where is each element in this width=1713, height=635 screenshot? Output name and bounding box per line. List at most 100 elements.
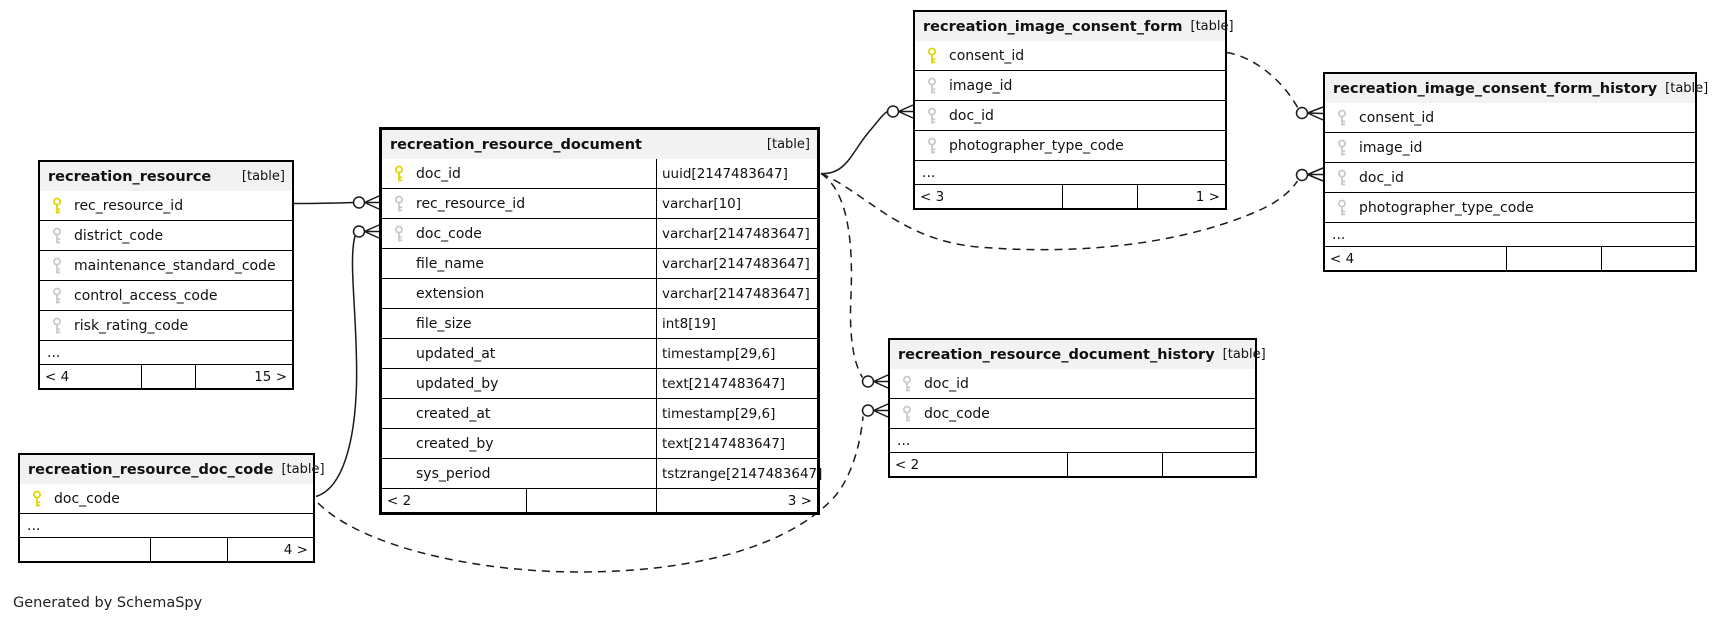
foreign-key-icon xyxy=(1325,109,1359,127)
column-row-created_by: created_by text[2147483647] xyxy=(382,428,817,458)
column-type: timestamp[29,6] xyxy=(656,339,817,368)
column-row-maintenance_standard_code: maintenance_standard_code xyxy=(40,250,292,280)
table-name: recreation_image_consent_form_history xyxy=(1333,80,1658,97)
column-row-file_name: file_name varchar[2147483647] xyxy=(382,248,817,278)
table-recreation_resource_doc_code[interactable]: recreation_resource_doc_code [table] doc… xyxy=(18,453,325,563)
primary-key-icon xyxy=(20,490,54,508)
primary-key-icon xyxy=(40,197,74,215)
column-row-doc_code: doc_code varchar[2147483647] xyxy=(382,218,817,248)
table-footer: 4 > xyxy=(20,537,313,561)
foreign-key-icon xyxy=(1325,199,1359,217)
foreign-key-icon xyxy=(382,195,416,213)
column-type: text[2147483647] xyxy=(656,429,817,458)
column-row-consent_id: consent_id xyxy=(915,41,1225,70)
table-recreation_resource_document[interactable]: recreation_resource_document [table] doc… xyxy=(379,127,822,515)
column-type: int8[19] xyxy=(656,309,817,338)
table-name: recreation_resource_document_history xyxy=(898,346,1215,363)
column-row-consent_id: consent_id xyxy=(1325,103,1695,132)
column-row-rec_resource_id: rec_resource_id varchar[10] xyxy=(382,188,817,218)
foreign-key-icon xyxy=(40,287,74,305)
foreign-key-icon xyxy=(890,405,924,423)
ellipsis-row: ... xyxy=(890,428,1255,452)
column-type: varchar[2147483647] xyxy=(656,249,817,278)
footer-left-count: < 4 xyxy=(45,368,70,385)
column-row-image_id: image_id xyxy=(915,70,1225,100)
table-tag: [table] xyxy=(1190,19,1234,34)
footer-right-count: 3 > xyxy=(656,489,817,512)
table-name: recreation_resource_document xyxy=(390,136,642,153)
table-name: recreation_image_consent_form xyxy=(923,18,1183,35)
footer-mid xyxy=(1067,453,1162,476)
foreign-key-icon xyxy=(915,137,949,155)
table-tag: [table] xyxy=(241,169,285,184)
footer-right-count: 15 > xyxy=(194,365,292,388)
foreign-key-icon xyxy=(40,317,74,335)
column-type: uuid[2147483647] xyxy=(656,159,817,188)
footer-left-count: < 4 xyxy=(1330,250,1355,267)
footer-left-count xyxy=(20,538,150,561)
table-header[interactable]: recreation_resource_document_history [ta… xyxy=(890,340,1266,369)
column-row-doc_id: doc_id xyxy=(1325,162,1695,192)
table-header[interactable]: recreation_image_consent_form_history [t… xyxy=(1325,74,1708,103)
edge-doccode-to-document xyxy=(315,224,380,498)
foreign-key-icon xyxy=(1325,139,1359,157)
table-recreation_resource[interactable]: recreation_resource [table] rec_resource… xyxy=(38,160,294,390)
table-footer: < 4 xyxy=(1325,246,1695,270)
column-row-doc_id: doc_id uuid[2147483647] xyxy=(382,159,817,188)
table-recreation_resource_document_history[interactable]: recreation_resource_document_history [ta… xyxy=(888,338,1266,478)
footer-left-count: < 3 xyxy=(920,188,945,205)
edge-resource-to-document xyxy=(293,195,380,210)
ellipsis-row: ... xyxy=(1325,222,1695,246)
column-row-doc_id: doc_id xyxy=(915,100,1225,130)
footer-right-count xyxy=(1600,247,1695,270)
table-tag: [table] xyxy=(281,462,325,477)
column-row-rec_resource_id: rec_resource_id xyxy=(40,191,292,220)
table-name: recreation_resource_doc_code xyxy=(28,461,274,478)
table-footer: < 3 1 > xyxy=(915,184,1225,208)
column-row-photographer_type_code: photographer_type_code xyxy=(1325,192,1695,222)
table-footer: < 4 15 > xyxy=(40,364,292,388)
foreign-key-icon xyxy=(1325,169,1359,187)
table-header[interactable]: recreation_resource_document [table] xyxy=(382,130,817,159)
foreign-key-icon xyxy=(915,107,949,125)
table-header[interactable]: recreation_resource_doc_code [table] xyxy=(20,455,325,484)
column-row-control_access_code: control_access_code xyxy=(40,280,292,310)
generated-by-note: Generated by SchemaSpy xyxy=(13,595,203,611)
primary-key-icon xyxy=(915,47,949,65)
footer-right-count xyxy=(1161,453,1255,476)
column-row-doc_id: doc_id xyxy=(890,369,1255,398)
table-footer: < 2 xyxy=(890,452,1255,476)
ellipsis-row: ... xyxy=(40,340,292,364)
footer-right-count: 4 > xyxy=(226,538,313,561)
footer-mid xyxy=(1062,185,1136,208)
foreign-key-icon xyxy=(40,227,74,245)
column-row-updated_by: updated_by text[2147483647] xyxy=(382,368,817,398)
table-recreation_image_consent_form[interactable]: recreation_image_consent_form [table] co… xyxy=(913,10,1234,210)
column-row-photographer_type_code: photographer_type_code xyxy=(915,130,1225,160)
table-footer: < 2 3 > xyxy=(382,488,817,512)
column-row-image_id: image_id xyxy=(1325,132,1695,162)
footer-left-count: < 2 xyxy=(387,492,412,509)
footer-left-count: < 2 xyxy=(895,456,920,473)
table-tag: [table] xyxy=(1222,347,1266,362)
foreign-key-icon xyxy=(915,77,949,95)
footer-mid xyxy=(1506,247,1600,270)
column-row-file_size: file_size int8[19] xyxy=(382,308,817,338)
footer-mid xyxy=(140,365,195,388)
edge-document-to-consentform xyxy=(820,104,914,175)
column-type: varchar[2147483647] xyxy=(656,279,817,308)
table-name: recreation_resource xyxy=(48,168,212,185)
foreign-key-icon xyxy=(40,257,74,275)
edge-document-to-document-history xyxy=(820,172,889,389)
table-header[interactable]: recreation_image_consent_form [table] xyxy=(915,12,1234,41)
footer-mid xyxy=(150,538,226,561)
primary-key-icon xyxy=(382,165,416,183)
column-row-doc_code: doc_code xyxy=(20,484,313,513)
column-row-extension: extension varchar[2147483647] xyxy=(382,278,817,308)
column-row-risk_rating_code: risk_rating_code xyxy=(40,310,292,340)
foreign-key-icon xyxy=(890,375,924,393)
table-recreation_image_consent_form_history[interactable]: recreation_image_consent_form_history [t… xyxy=(1323,72,1708,272)
column-type: text[2147483647] xyxy=(656,369,817,398)
table-header[interactable]: recreation_resource [table] xyxy=(40,162,292,191)
